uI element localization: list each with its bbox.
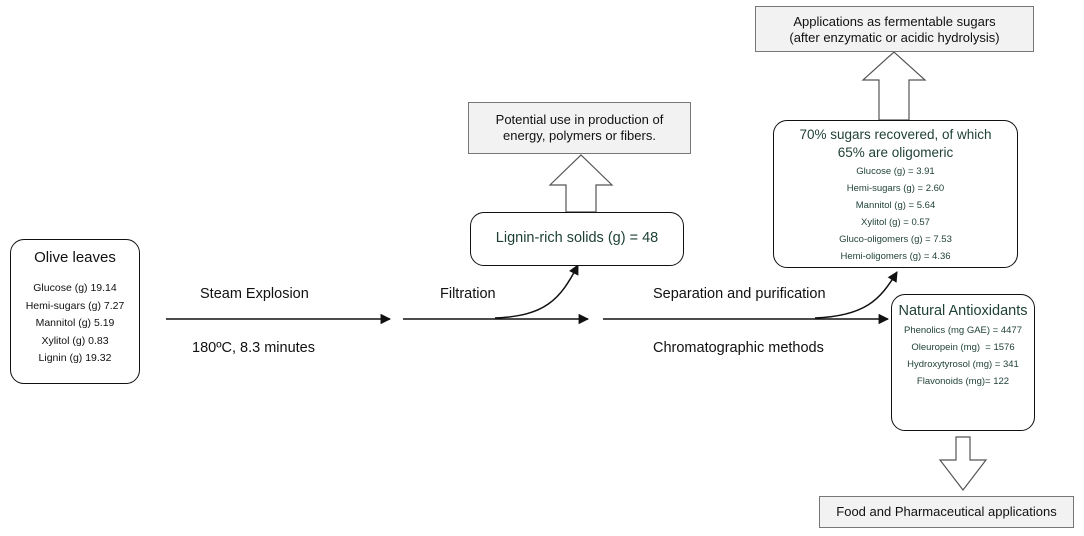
label-chromatographic: Chromatographic methods [653, 340, 824, 356]
olive-lignin: Lignin (g) 19.32 [38, 352, 112, 364]
natural-antioxidants-box: Natural Antioxidants Phenolics (mg GAE) … [891, 294, 1035, 431]
sugars-gluco-oligomers: Gluco-oligomers (g) = 7.53 [839, 234, 952, 245]
antioxidants-flavonoids: Flavonoids (mg)= 122 [916, 376, 1010, 387]
sugars-glucose: Glucose (g) = 3.91 [856, 166, 935, 177]
olive-leaves-title: Olive leaves [34, 249, 116, 266]
olive-hemi-sugars: Hemi-sugars (g) 7.27 [25, 299, 125, 312]
arrow-to-lignin [494, 264, 579, 319]
fermentable-line2: (after enzymatic or acidic hydrolysis) [789, 30, 1000, 45]
label-conditions: 180ºC, 8.3 minutes [192, 340, 315, 356]
antioxidants-title: Natural Antioxidants [898, 303, 1028, 319]
label-steam-explosion: Steam Explosion [200, 286, 309, 302]
sugars-recovered-box: 70% sugars recovered, of which 65% are o… [773, 120, 1018, 268]
olive-leaves-box: Olive leaves Glucose (g) 19.14 Hemi-suga… [10, 239, 140, 384]
antioxidants-oleuropein: Oleuropein (mg) = 1576 [911, 342, 1015, 353]
food-pharma-box: Food and Pharmaceutical applications [819, 496, 1074, 528]
label-filtration: Filtration [440, 286, 496, 302]
food-pharma-label: Food and Pharmaceutical applications [836, 504, 1057, 519]
label-separation: Separation and purification [653, 286, 826, 302]
lignin-solids-label: Lignin-rich solids (g) = 48 [495, 230, 659, 246]
sugars-xylitol: Xylitol (g) = 0.57 [861, 217, 930, 228]
sugars-title-line2: 65% are oligomeric [837, 145, 954, 160]
arrow-to-sugars [814, 271, 898, 319]
lignin-use-box: Potential use in production of energy, p… [468, 102, 691, 154]
sugars-hemi-oligomers: Hemi-oligomers (g) = 4.36 [840, 251, 951, 262]
block-arrow-sugars-up [861, 51, 927, 121]
sugars-mannitol: Mannitol (g) = 5.64 [855, 200, 936, 211]
lignin-use-line1: Potential use in production of [495, 112, 664, 127]
sugars-title-line1: 70% sugars recovered, of which [799, 127, 992, 142]
antioxidants-hydroxytyrosol: Hydroxytyrosol (mg) = 341 [907, 359, 1019, 370]
olive-xylitol: Xylitol (g) 0.83 [41, 334, 109, 347]
fermentable-sugars-box: Applications as fermentable sugars (afte… [755, 6, 1034, 52]
lignin-use-line2: energy, polymers or fibers. [503, 128, 656, 143]
olive-mannitol: Mannitol (g) 5.19 [35, 317, 115, 329]
block-arrow-antioxidants-down [938, 436, 988, 491]
lignin-solids-box: Lignin-rich solids (g) = 48 [470, 212, 684, 266]
olive-glucose: Glucose (g) 19.14 [33, 282, 117, 294]
antioxidants-phenolics: Phenolics (mg GAE) = 4477 [903, 325, 1023, 336]
fermentable-line1: Applications as fermentable sugars [793, 14, 996, 29]
sugars-hemi-sugars: Hemi-sugars (g) = 2.60 [846, 183, 945, 194]
block-arrow-lignin-up [548, 154, 614, 213]
